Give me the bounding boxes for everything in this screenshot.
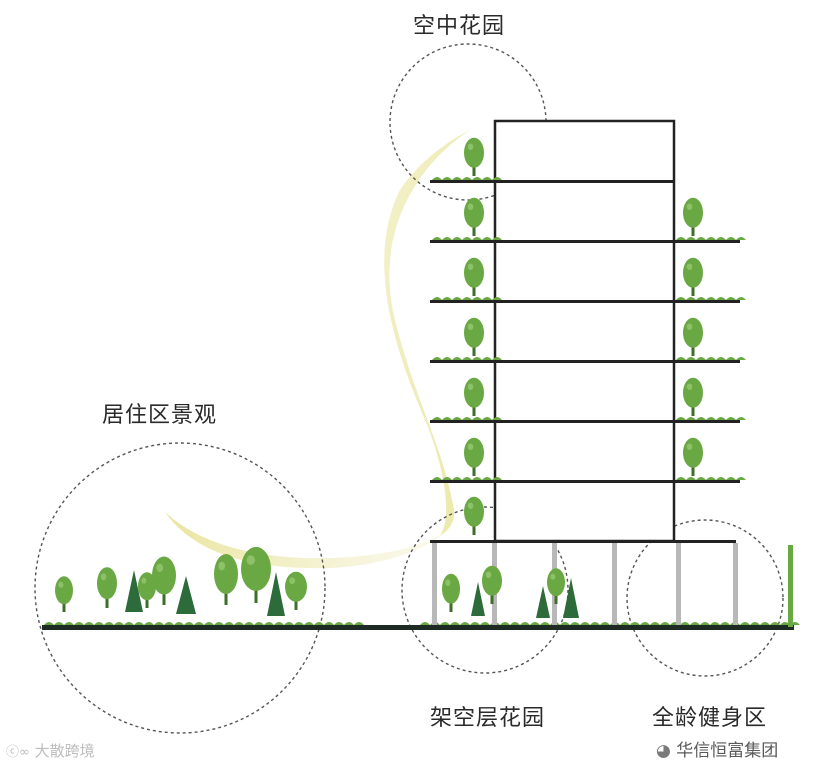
- shrub-row: [432, 297, 502, 300]
- watermark-right: ◕ 华信恒富集团: [656, 736, 778, 761]
- tree-icon: [683, 257, 703, 296]
- shrub-row: [432, 357, 502, 360]
- balcony-trees: [464, 137, 703, 535]
- tree-icon: [214, 554, 238, 605]
- pine-tree-icon: [176, 576, 196, 614]
- tree-icon: [464, 197, 484, 236]
- label-stilt-floor-garden: 架空层花园: [430, 706, 546, 731]
- shrub-row: [676, 237, 746, 240]
- label-residential-landscape: 居住区景观: [102, 403, 218, 428]
- flow-ribbon-horizontal: [165, 512, 455, 569]
- residential-landscape-circle: [34, 442, 326, 734]
- shrub-row: [432, 237, 502, 240]
- stilt-column: [612, 543, 617, 625]
- shrub-row: [420, 622, 800, 625]
- wm-left-text: 大散跨境: [34, 742, 95, 760]
- ground-shrubs: [44, 622, 800, 625]
- floor-slab: [430, 360, 740, 363]
- tree-icon: [97, 567, 117, 608]
- right-edge-post: [788, 545, 793, 627]
- tree-icon: [55, 576, 73, 612]
- flow-ribbon-vertical: [384, 130, 470, 535]
- floor-slab: [430, 420, 740, 423]
- wm-left-icon: ⓒ∞: [6, 745, 30, 760]
- pine-tree-icon: [125, 570, 143, 612]
- tree-icon: [442, 573, 460, 612]
- floor-slab: [430, 480, 740, 483]
- shrub-row: [676, 297, 746, 300]
- tree-icon: [464, 437, 484, 476]
- tree-icon: [547, 568, 565, 604]
- shrub-row: [676, 477, 746, 480]
- floor-slabs: [430, 177, 746, 483]
- stilt-column: [676, 543, 681, 625]
- tree-icon: [152, 556, 176, 605]
- stilt-column: [432, 543, 437, 625]
- stilt-slab: [430, 540, 736, 543]
- label-all-age-fitness: 全龄健身区: [652, 706, 768, 731]
- floor-slab: [430, 300, 740, 303]
- tree-icon: [464, 317, 484, 356]
- pine-tree-icon: [563, 578, 579, 618]
- tree-icon: [464, 377, 484, 416]
- pine-tree-icon: [536, 586, 550, 618]
- tree-icon: [285, 571, 307, 610]
- shrub-row: [676, 357, 746, 360]
- tree-icon: [464, 137, 484, 176]
- shrub-row: [44, 622, 364, 625]
- building: [493, 119, 676, 543]
- tree-icon: [482, 565, 502, 604]
- tree-icon: [138, 572, 156, 608]
- tree-icon: [241, 546, 271, 603]
- pine-tree-icon: [267, 572, 285, 616]
- tree-icon: [464, 496, 484, 535]
- flow-ribbons: [165, 130, 470, 569]
- stilt-column: [733, 543, 738, 625]
- shrub-row: [432, 417, 502, 420]
- shrub-row: [676, 417, 746, 420]
- floor-slab: [430, 180, 674, 183]
- watermark-left: ⓒ∞ 大散跨境: [6, 740, 95, 761]
- label-sky-garden: 空中花园: [413, 14, 506, 39]
- tree-icon: [464, 257, 484, 296]
- fitness-zone-circle: [626, 519, 784, 677]
- tree-icon: [683, 317, 703, 356]
- floor-slab: [430, 240, 740, 243]
- pine-tree-icon: [471, 582, 485, 616]
- tree-icon: [683, 197, 703, 236]
- tree-icon: [683, 377, 703, 416]
- wechat-logo-icon: ◕: [656, 741, 671, 761]
- tree-icon: [683, 437, 703, 476]
- shrub-row: [432, 477, 502, 480]
- ground-line: [42, 625, 794, 630]
- stilt-floor-garden-circle: [401, 506, 569, 674]
- building-core: [493, 119, 676, 543]
- ground-trees: [55, 546, 579, 618]
- shrub-row: [432, 177, 502, 180]
- wm-right-text: 华信恒富集团: [676, 741, 779, 761]
